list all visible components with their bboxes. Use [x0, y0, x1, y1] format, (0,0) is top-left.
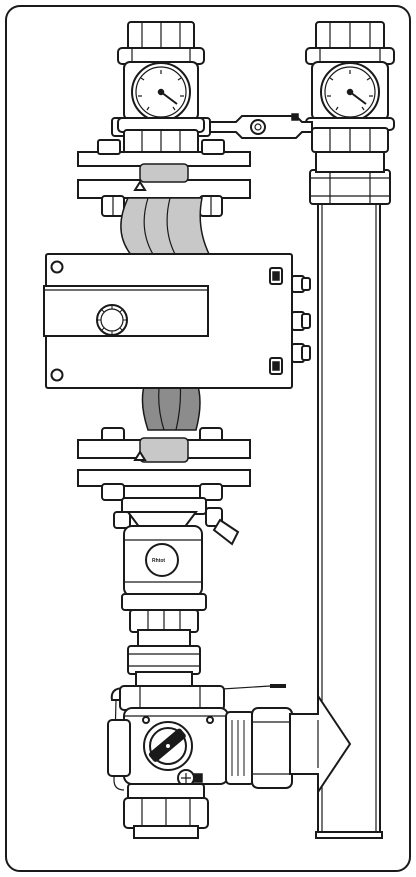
- svg-text:Rhtot: Rhtot: [152, 558, 165, 564]
- mixing-valve-actuator: [107, 684, 293, 839]
- ball-valve: Rhtot: [113, 497, 240, 633]
- bypass-bracket: [199, 113, 313, 139]
- pump-controller-box: [43, 253, 311, 389]
- thermometer-right: [305, 21, 395, 153]
- pump-volute: [120, 197, 212, 431]
- thermometer-left: [111, 21, 211, 155]
- flow-direction-arrow-icon: [133, 450, 147, 461]
- actuator-knob-icon: [143, 721, 193, 771]
- pump-flange-lower: [77, 427, 251, 501]
- supply-pipe-lower: [127, 629, 201, 689]
- diagram-frame: [5, 5, 411, 872]
- tee-connection: [289, 692, 352, 796]
- flow-direction-arrow-icon: [133, 180, 147, 191]
- selector-dial-icon: [96, 304, 128, 336]
